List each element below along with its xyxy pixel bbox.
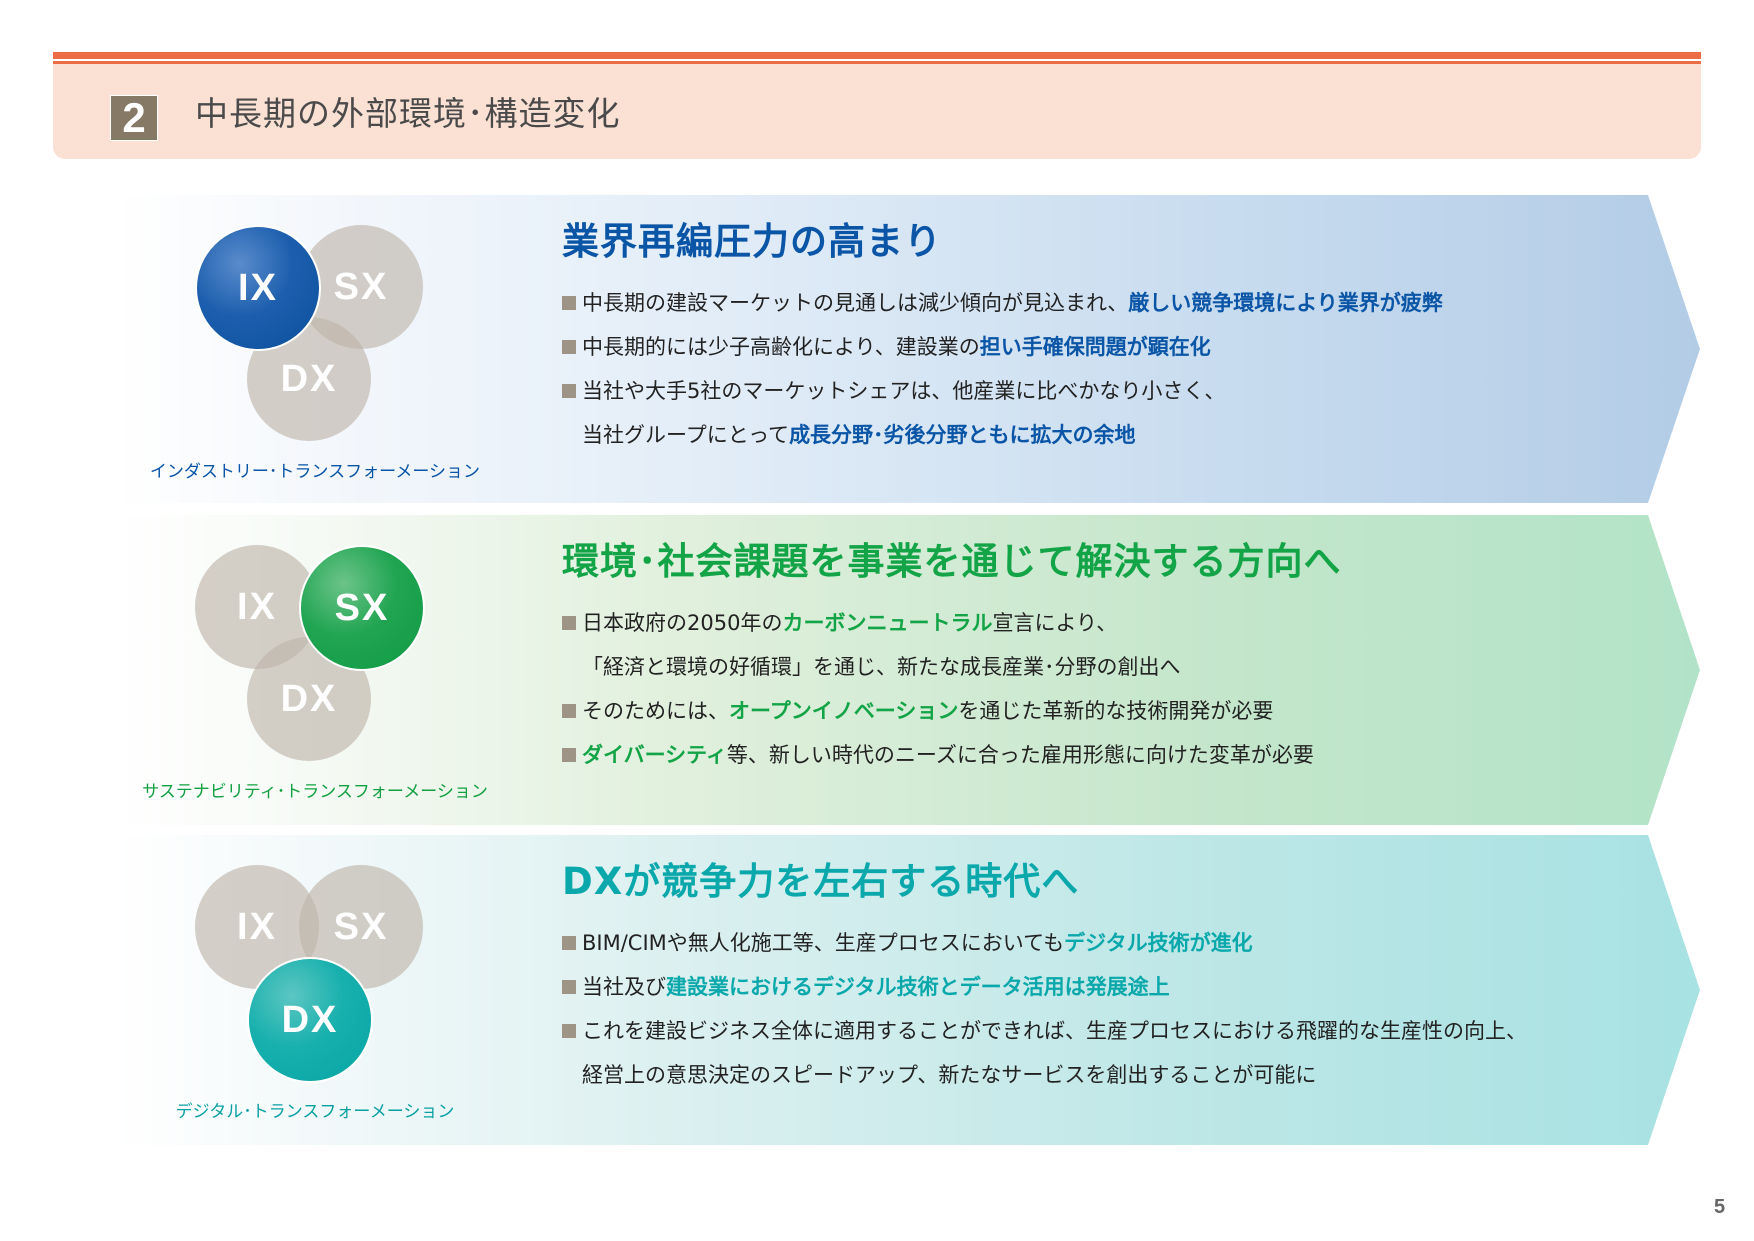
venn-caption: インダストリー･トランスフォーメーション <box>149 462 481 482</box>
bullet-line: 中長期の建設マーケットの見通しは減少傾向が見込まれ、厳しい競争環境により業界が疲… <box>562 281 1662 325</box>
panel-dx: IX SX DX デジタル･トランスフォーメーション DXが競争力を左右する時代… <box>115 835 1700 1145</box>
highlight-text: オープンイノベーション <box>729 699 959 723</box>
venn-caption: サステナビリティ･トランスフォーメーション <box>142 782 488 802</box>
venn-diagram: IX DX SX <box>195 545 435 775</box>
highlight-text: 担い手確保問題が顕在化 <box>979 335 1211 359</box>
highlight-text: カーボンニュートラル <box>782 611 993 635</box>
highlight-text: 厳しい競争環境により業界が疲弊 <box>1128 291 1443 315</box>
square-bullet-icon <box>562 980 576 994</box>
body-text: 当社や大手5社のマーケットシェアは、他産業に比べかなり小さく、 <box>582 379 1226 403</box>
header-accent-line-thin <box>53 61 1701 64</box>
body-text: そのためには、 <box>582 699 729 723</box>
bullet-line: これを建設ビジネス全体に適用することができれば、生産プロセスにおける飛躍的な生産… <box>562 1009 1662 1053</box>
panel-heading: 業界再編圧力の高まり <box>562 220 942 263</box>
square-bullet-icon <box>562 748 576 762</box>
square-bullet-icon <box>562 384 576 398</box>
square-bullet-icon <box>562 1024 576 1038</box>
bullet-line: 中長期的には少子高齢化により、建設業の担い手確保問題が顕在化 <box>562 325 1662 369</box>
body-text: を通じた革新的な技術開発が必要 <box>958 699 1274 723</box>
square-bullet-icon <box>562 704 576 718</box>
section-header-band <box>53 64 1701 159</box>
highlight-text: 建設業におけるデジタル技術とデータ活用は発展途上 <box>666 975 1170 999</box>
bullet-line: 日本政府の2050年のカーボンニュートラル宣言により、 <box>562 601 1662 645</box>
panel-content: 業界再編圧力の高まり 中長期の建設マーケットの見通しは減少傾向が見込まれ、厳しい… <box>562 217 1662 457</box>
body-text: 当社グループにとって <box>582 423 790 447</box>
header-accent-line <box>53 52 1701 59</box>
bullet-line: 経営上の意思決定のスピードアップ、新たなサービスを創出することが可能に <box>562 1053 1662 1097</box>
page-title: 中長期の外部環境･構造変化 <box>195 94 621 133</box>
body-text: BIM/CIMや無人化施工等、生産プロセスにおいても <box>582 931 1065 955</box>
venn-diagram: IX SX DX <box>195 865 435 1095</box>
panel-content: 環境･社会課題を事業を通じて解決する方向へ 日本政府の2050年のカーボンニュー… <box>562 537 1662 777</box>
panel-heading: 環境･社会課題を事業を通じて解決する方向へ <box>562 540 1342 583</box>
bullet-list: 日本政府の2050年のカーボンニュートラル宣言により、「経済と環境の好循環」を通… <box>562 601 1662 777</box>
bullet-list: 中長期の建設マーケットの見通しは減少傾向が見込まれ、厳しい競争環境により業界が疲… <box>562 281 1662 457</box>
venn-caption: デジタル･トランスフォーメーション <box>175 1102 455 1122</box>
circle-sx-active: SX <box>299 545 425 671</box>
highlight-text: デジタル技術が進化 <box>1064 931 1253 955</box>
square-bullet-icon <box>562 340 576 354</box>
bullet-line: 当社及び建設業におけるデジタル技術とデータ活用は発展途上 <box>562 965 1662 1009</box>
square-bullet-icon <box>562 296 576 310</box>
body-text: 「経済と環境の好循環」を通じ、新たな成長産業･分野の創出へ <box>582 655 1181 679</box>
highlight-text: ダイバーシティ <box>582 743 727 767</box>
body-text: 日本政府の2050年の <box>582 611 783 635</box>
highlight-text: 成長分野･劣後分野ともに拡大の余地 <box>789 423 1136 447</box>
body-text: 中長期的には少子高齢化により、建設業の <box>582 335 980 359</box>
square-bullet-icon <box>562 616 576 630</box>
panel-ix: SX DX IX インダストリー･トランスフォーメーション 業界再編圧力の高まり… <box>115 195 1700 503</box>
body-text: 等、新しい時代のニーズに合った雇用形態に向けた変革が必要 <box>726 743 1314 767</box>
panel-content: DXが競争力を左右する時代へ BIM/CIMや無人化施工等、生産プロセスにおいて… <box>562 857 1662 1097</box>
body-text: 経営上の意思決定のスピードアップ、新たなサービスを創出することが可能に <box>582 1063 1317 1087</box>
venn-diagram: SX DX IX <box>195 225 435 455</box>
square-bullet-icon <box>562 936 576 950</box>
panel-heading: DXが競争力を左右する時代へ <box>562 860 1080 903</box>
page-number: 5 <box>1714 1196 1726 1218</box>
bullet-line: 「経済と環境の好循環」を通じ、新たな成長産業･分野の創出へ <box>562 645 1662 689</box>
circle-dx-active: DX <box>247 957 373 1083</box>
bullet-line: BIM/CIMや無人化施工等、生産プロセスにおいてもデジタル技術が進化 <box>562 921 1662 965</box>
section-number-badge: 2 <box>110 95 158 141</box>
bullet-line: 当社や大手5社のマーケットシェアは、他産業に比べかなり小さく、 <box>562 369 1662 413</box>
bullet-list: BIM/CIMや無人化施工等、生産プロセスにおいてもデジタル技術が進化当社及び建… <box>562 921 1662 1097</box>
body-text: 宣言により、 <box>992 611 1118 635</box>
bullet-line: そのためには、オープンイノベーションを通じた革新的な技術開発が必要 <box>562 689 1662 733</box>
panel-sx: IX DX SX サステナビリティ･トランスフォーメーション 環境･社会課題を事… <box>115 515 1700 825</box>
body-text: 当社及び <box>582 975 666 999</box>
bullet-line: ダイバーシティ等、新しい時代のニーズに合った雇用形態に向けた変革が必要 <box>562 733 1662 777</box>
body-text: これを建設ビジネス全体に適用することができれば、生産プロセスにおける飛躍的な生産… <box>582 1019 1527 1043</box>
bullet-line: 当社グループにとって成長分野･劣後分野ともに拡大の余地 <box>562 413 1662 457</box>
body-text: 中長期の建設マーケットの見通しは減少傾向が見込まれ、 <box>582 291 1129 315</box>
circle-ix-active: IX <box>195 225 321 351</box>
